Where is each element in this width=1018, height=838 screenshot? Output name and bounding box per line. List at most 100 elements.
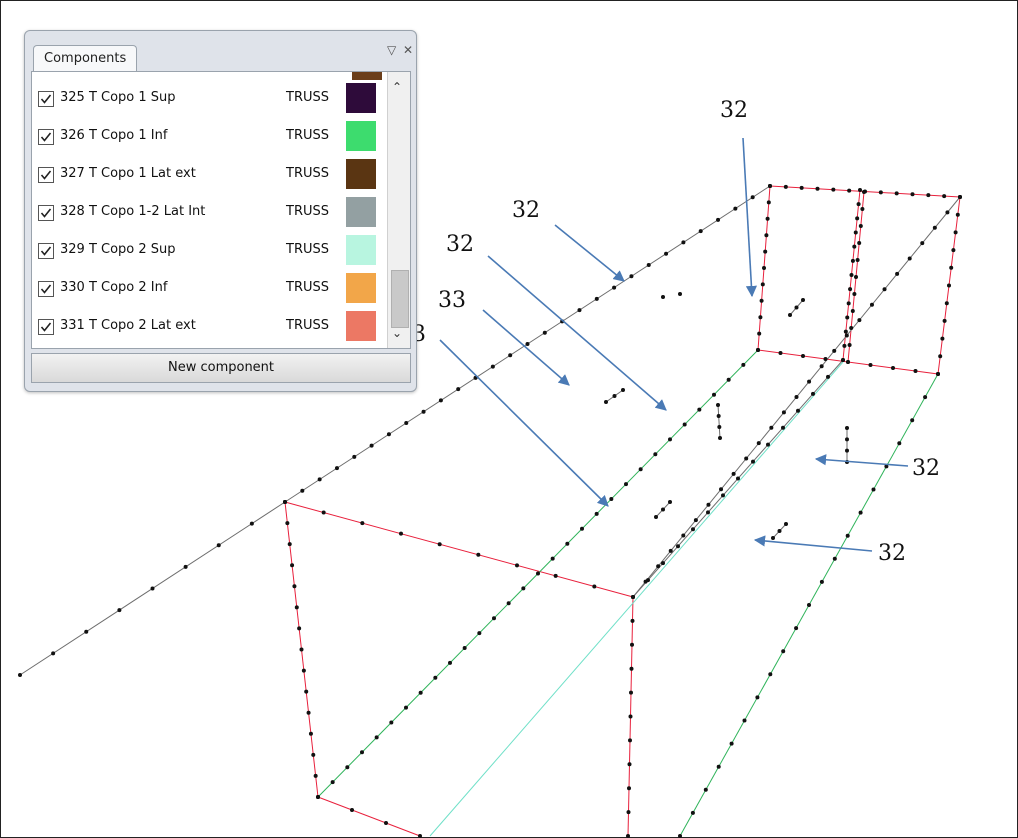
visibility-checkbox[interactable] bbox=[38, 281, 54, 297]
node bbox=[334, 466, 339, 471]
annotation-arrow bbox=[439, 339, 609, 507]
scroll-up-icon[interactable]: ⌃ bbox=[392, 80, 403, 94]
node bbox=[945, 210, 950, 215]
visibility-checkbox[interactable] bbox=[38, 319, 54, 335]
node bbox=[285, 521, 290, 526]
component-type: TRUSS bbox=[286, 128, 329, 143]
color-swatch[interactable] bbox=[346, 159, 376, 189]
node bbox=[565, 541, 570, 546]
node bbox=[819, 579, 824, 584]
node bbox=[794, 395, 799, 399]
node bbox=[629, 666, 634, 671]
node bbox=[508, 353, 513, 358]
node bbox=[612, 394, 617, 398]
dropdown-triangle-icon[interactable]: ▽ bbox=[387, 43, 397, 57]
node bbox=[350, 808, 354, 812]
node bbox=[878, 190, 883, 195]
visibility-checkbox[interactable] bbox=[38, 129, 54, 145]
node bbox=[907, 256, 912, 261]
tab-components[interactable]: Components bbox=[33, 45, 138, 72]
component-type: TRUSS bbox=[286, 204, 329, 219]
node bbox=[330, 780, 335, 785]
node bbox=[733, 206, 738, 211]
node bbox=[750, 195, 755, 200]
node bbox=[345, 765, 350, 770]
color-swatch[interactable] bbox=[346, 121, 376, 151]
node bbox=[594, 296, 599, 301]
node bbox=[832, 348, 837, 353]
node bbox=[855, 258, 860, 262]
node bbox=[456, 387, 461, 392]
close-icon[interactable]: ✕ bbox=[403, 43, 414, 57]
node bbox=[290, 563, 295, 568]
color-swatch[interactable] bbox=[346, 197, 376, 227]
node bbox=[661, 507, 665, 512]
node bbox=[316, 795, 320, 799]
node bbox=[604, 400, 608, 404]
node bbox=[807, 603, 811, 607]
node bbox=[938, 354, 943, 359]
node bbox=[716, 403, 720, 407]
annotation-arrow bbox=[753, 535, 873, 552]
node bbox=[542, 330, 547, 335]
node bbox=[857, 241, 862, 245]
node bbox=[781, 410, 786, 415]
visibility-checkbox[interactable] bbox=[38, 205, 54, 221]
node bbox=[462, 646, 467, 650]
node bbox=[703, 787, 708, 792]
component-name: 327 T Copo 1 Lat ext bbox=[60, 166, 196, 181]
visibility-checkbox[interactable] bbox=[38, 167, 54, 183]
node bbox=[942, 318, 947, 323]
node bbox=[418, 834, 422, 838]
color-swatch[interactable] bbox=[346, 273, 376, 303]
node bbox=[389, 720, 394, 725]
color-swatch[interactable] bbox=[346, 235, 376, 265]
node bbox=[741, 362, 746, 367]
node bbox=[476, 552, 481, 557]
visibility-checkbox[interactable] bbox=[38, 243, 54, 259]
node bbox=[778, 351, 783, 355]
scroll-down-icon[interactable]: ⌄ bbox=[392, 326, 403, 340]
new-component-button[interactable]: New component bbox=[31, 353, 411, 383]
node bbox=[913, 369, 918, 373]
node bbox=[731, 471, 736, 476]
node bbox=[826, 374, 830, 379]
node bbox=[845, 437, 849, 442]
node bbox=[717, 425, 722, 429]
node bbox=[693, 518, 698, 523]
beam bbox=[317, 796, 421, 837]
color-swatch[interactable] bbox=[346, 311, 376, 341]
node bbox=[751, 459, 755, 464]
node bbox=[18, 673, 22, 677]
visibility-checkbox[interactable] bbox=[38, 91, 54, 107]
node bbox=[719, 487, 724, 492]
node bbox=[801, 298, 805, 302]
node bbox=[847, 188, 852, 193]
node bbox=[661, 561, 665, 566]
node bbox=[668, 500, 672, 504]
node bbox=[626, 810, 631, 815]
node bbox=[841, 358, 845, 362]
node bbox=[846, 301, 851, 306]
node bbox=[815, 186, 820, 191]
node bbox=[661, 295, 665, 299]
partial-swatch bbox=[352, 72, 382, 80]
node bbox=[317, 477, 322, 482]
node bbox=[716, 414, 721, 418]
scrollbar[interactable]: ⌃ ⌄ bbox=[387, 72, 410, 348]
node bbox=[955, 212, 960, 217]
node bbox=[920, 241, 925, 246]
color-swatch[interactable] bbox=[346, 83, 376, 113]
node bbox=[796, 408, 800, 413]
component-type: TRUSS bbox=[286, 318, 329, 333]
scroll-thumb[interactable] bbox=[391, 270, 409, 328]
node bbox=[249, 521, 254, 526]
